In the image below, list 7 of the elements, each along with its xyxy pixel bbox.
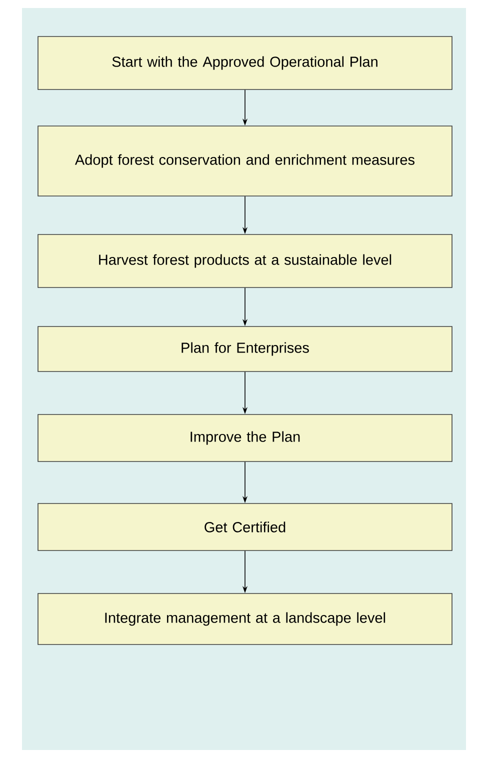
process-box: Harvest forest products at a sustainable level bbox=[38, 234, 452, 288]
process-box: Integrate management at a landscape level bbox=[38, 593, 452, 645]
process-box: Adopt forest conservation and enrichment measures bbox=[38, 126, 452, 196]
process-box: Plan for Enterprises bbox=[38, 326, 452, 372]
process-box: Improve the Plan bbox=[38, 414, 452, 462]
process-box: Start with the Approved Operational Plan bbox=[38, 36, 452, 90]
process-box: Get Certified bbox=[38, 503, 452, 551]
